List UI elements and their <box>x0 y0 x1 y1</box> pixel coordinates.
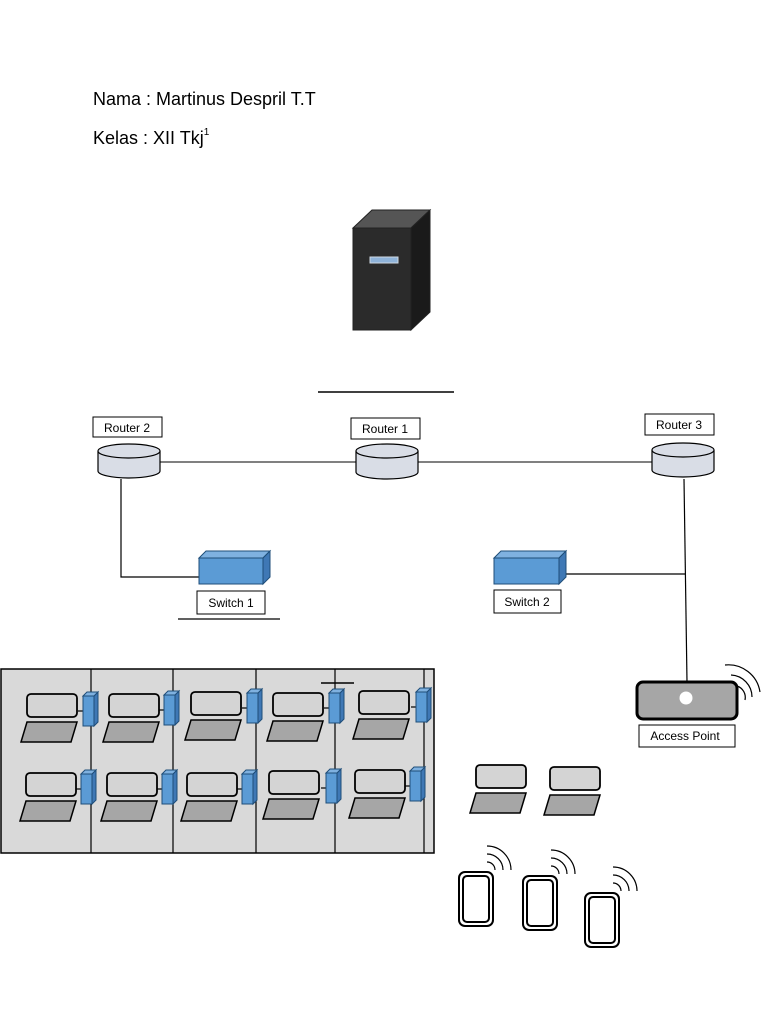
lab-switch-icon <box>245 687 264 725</box>
router-1-label-box <box>350 417 421 440</box>
router-2 <box>97 443 161 479</box>
phone-icon <box>458 845 512 927</box>
name-line: Nama : Martinus Despril T.T <box>93 89 316 109</box>
lab-switch-icon <box>324 767 343 805</box>
wireless-laptops <box>468 764 602 816</box>
access-point-label-box <box>638 724 736 748</box>
class-text: Kelas : XII Tkj <box>93 128 204 148</box>
laptop-icon <box>18 772 78 822</box>
access-point-label: Access Point <box>650 729 720 743</box>
laptop-icon <box>183 691 243 741</box>
wireless-phones <box>458 845 638 948</box>
switch-2-label: Switch 2 <box>504 595 550 609</box>
lab-switch-icon <box>408 765 427 803</box>
lab-switch-icon <box>240 768 259 806</box>
class-superscript: 1 <box>203 127 210 138</box>
lab-switch-icon <box>327 687 346 725</box>
router2-switch1-link <box>120 479 199 578</box>
switch-1-label-box <box>196 590 266 615</box>
class-line: Kelas : XII Tkj1 <box>93 124 209 149</box>
laptop-icon <box>351 690 411 740</box>
router-3-label: Router 3 <box>656 418 702 432</box>
lab-switch-icon <box>79 768 98 806</box>
laptop-icon <box>468 764 528 814</box>
phone-icon <box>522 849 576 931</box>
laptop-icon <box>101 693 161 743</box>
router-3-label-box <box>644 413 715 436</box>
laptop-icon <box>542 766 602 816</box>
lab-switch-icon <box>414 686 433 724</box>
access-point-icon <box>635 664 761 721</box>
phone-icon <box>584 866 638 948</box>
computer-lab <box>0 668 435 854</box>
router-3 <box>651 442 715 478</box>
lab-switch-icon <box>162 689 181 727</box>
router-2-label-box <box>92 416 163 438</box>
laptop-icon <box>179 772 239 822</box>
router-2-label: Router 2 <box>104 421 150 435</box>
laptop-icon <box>19 693 79 743</box>
switch-1-label: Switch 1 <box>208 596 254 610</box>
laptop-icon <box>347 769 407 819</box>
laptop-icon <box>261 770 321 820</box>
router3-ap-link <box>683 478 688 683</box>
router-1 <box>355 443 419 480</box>
laptop-icon <box>99 772 159 822</box>
server-icon <box>351 208 432 332</box>
laptop-icon <box>265 692 325 742</box>
lab-switch-icon <box>81 690 100 728</box>
switch-2 <box>492 549 568 586</box>
switch-1 <box>197 549 272 586</box>
router-1-label: Router 1 <box>362 422 408 436</box>
switch-2-label-box <box>493 589 562 614</box>
lab-switch-icon <box>160 768 179 806</box>
